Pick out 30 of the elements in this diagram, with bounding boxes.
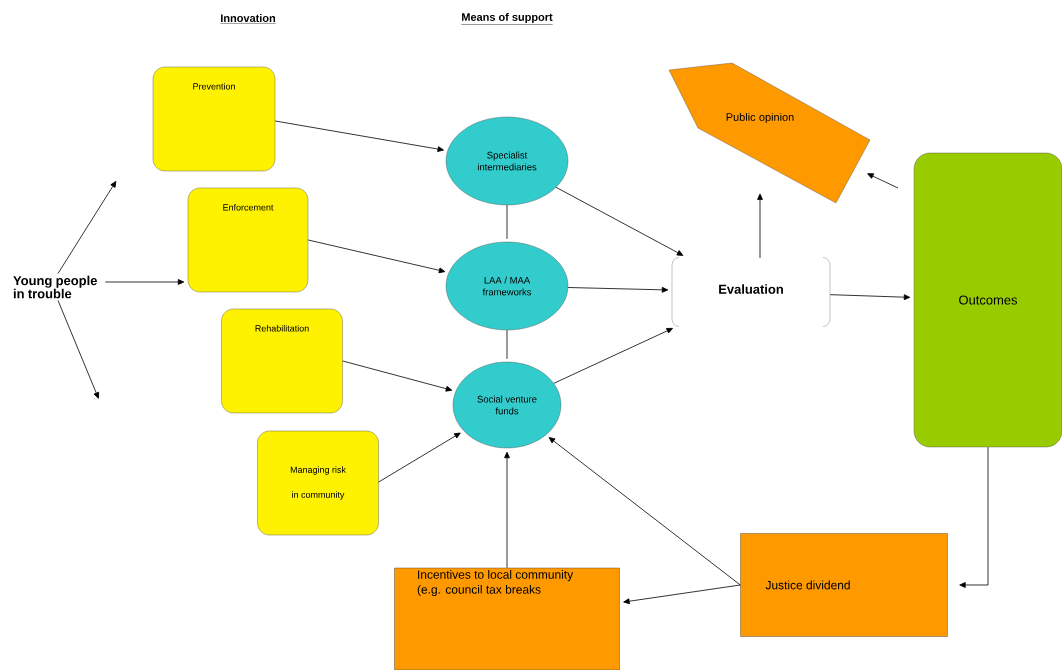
- process-box: Prevention: [152, 66, 276, 172]
- arrow: [623, 584, 741, 605]
- arrow: [959, 446, 989, 588]
- arrow: [378, 432, 461, 483]
- column-heading: Innovation: [220, 14, 276, 24]
- outcome-box: Outcomes: [913, 152, 1062, 448]
- arrow: [57, 300, 100, 399]
- column-heading: Means of support: [461, 12, 553, 25]
- connector-line: [506, 329, 508, 360]
- process-box: Managing risk in community: [257, 430, 379, 536]
- node-text: Young people in trouble: [13, 275, 97, 299]
- arrow: [307, 239, 446, 274]
- arrow: [57, 181, 117, 274]
- arrow: [567, 286, 669, 293]
- arrow: [342, 360, 453, 392]
- arrow: [757, 193, 763, 259]
- process-box: Incentives to local community (e.g. council tax breaks: [394, 567, 620, 670]
- arrow: [829, 294, 911, 301]
- arrow: [553, 328, 673, 384]
- process-box: Enforcement: [187, 187, 309, 293]
- arrow: [104, 279, 185, 285]
- arrow: [504, 451, 510, 569]
- arrow: [867, 173, 899, 189]
- bracket-box: Evaluation: [671, 257, 831, 327]
- arrow: [274, 120, 444, 152]
- connector-line: [506, 204, 508, 240]
- arrow: [555, 186, 684, 256]
- process-box: Rehabilitation: [221, 308, 343, 414]
- arrow: [548, 437, 741, 586]
- process-box: Justice dividend: [740, 533, 948, 637]
